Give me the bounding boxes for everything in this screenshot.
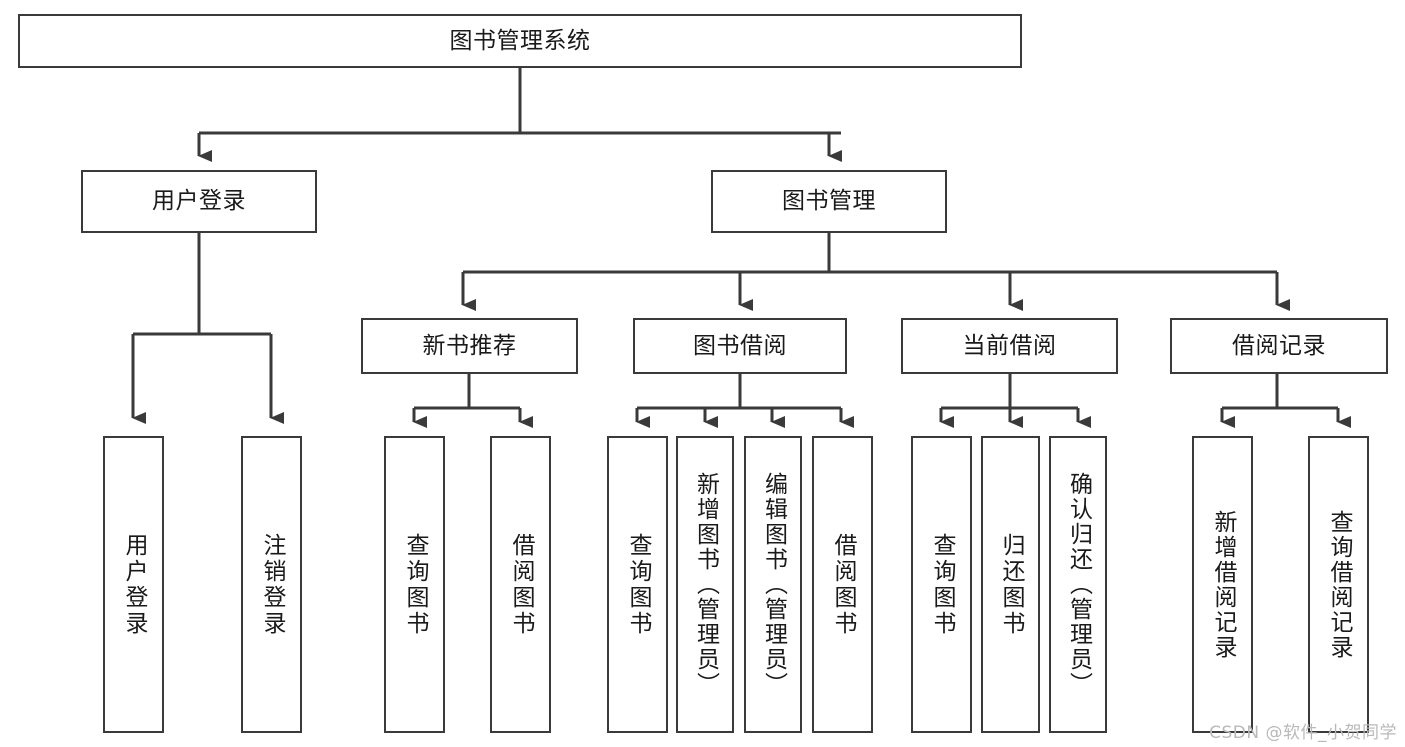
node-label: 查询图书 [402,532,428,637]
node-leaf-query-book-3[interactable]: 查询图书 [911,436,972,733]
node-leaf-edit-book[interactable]: 编辑图书（管理员） [744,436,802,733]
node-label: 新增图书（管理员） [692,472,719,697]
node-label: 借阅记录 [1232,332,1326,359]
node-label: 当前借阅 [962,332,1057,359]
node-leaf-borrow-book-2[interactable]: 借阅图书 [812,436,873,733]
node-label: 借阅图书 [830,532,856,637]
node-label: 用户登录 [152,188,246,215]
node-label: 图书管理 [782,188,876,215]
node-label: 查询图书 [625,532,651,637]
node-leaf-add-record[interactable]: 新增借阅记录 [1192,436,1253,733]
csdn-watermark: CSDN @软件_小贺同学 [1209,723,1397,743]
node-leaf-query-book-1[interactable]: 查询图书 [384,436,445,733]
node-label: 图书借阅 [693,332,787,359]
node-label: 注销登录 [259,532,285,637]
node-book-borrow[interactable]: 图书借阅 [633,318,847,374]
node-label: 编辑图书（管理员） [760,472,787,697]
node-leaf-query-record[interactable]: 查询借阅记录 [1308,436,1369,733]
node-leaf-return-book[interactable]: 归还图书 [981,436,1040,733]
node-current-borrow[interactable]: 当前借阅 [901,318,1118,374]
node-leaf-logout[interactable]: 注销登录 [241,436,302,733]
node-label: 查询借阅记录 [1326,509,1352,660]
node-new-book-rec[interactable]: 新书推荐 [361,318,578,374]
node-leaf-confirm-return[interactable]: 确认归还（管理员） [1049,436,1107,733]
node-label: 用户登录 [121,532,147,637]
node-leaf-borrow-book-1[interactable]: 借阅图书 [490,436,551,733]
node-leaf-add-book[interactable]: 新增图书（管理员） [676,436,734,733]
node-label: 图书管理系统 [449,27,591,54]
node-leaf-query-book-2[interactable]: 查询图书 [607,436,668,733]
node-label: 新书推荐 [422,332,517,359]
node-label: 确认归还（管理员） [1065,472,1092,697]
node-label: 新增借阅记录 [1210,509,1236,660]
node-leaf-user-login[interactable]: 用户登录 [103,436,164,733]
node-label: 查询图书 [929,532,955,637]
node-root-book-management-system[interactable]: 图书管理系统 [18,14,1022,68]
node-borrow-record[interactable]: 借阅记录 [1170,318,1388,374]
node-label: 借阅图书 [508,532,534,637]
node-user-login[interactable]: 用户登录 [81,170,317,233]
node-book-manage[interactable]: 图书管理 [711,170,947,233]
node-label: 归还图书 [998,532,1024,637]
